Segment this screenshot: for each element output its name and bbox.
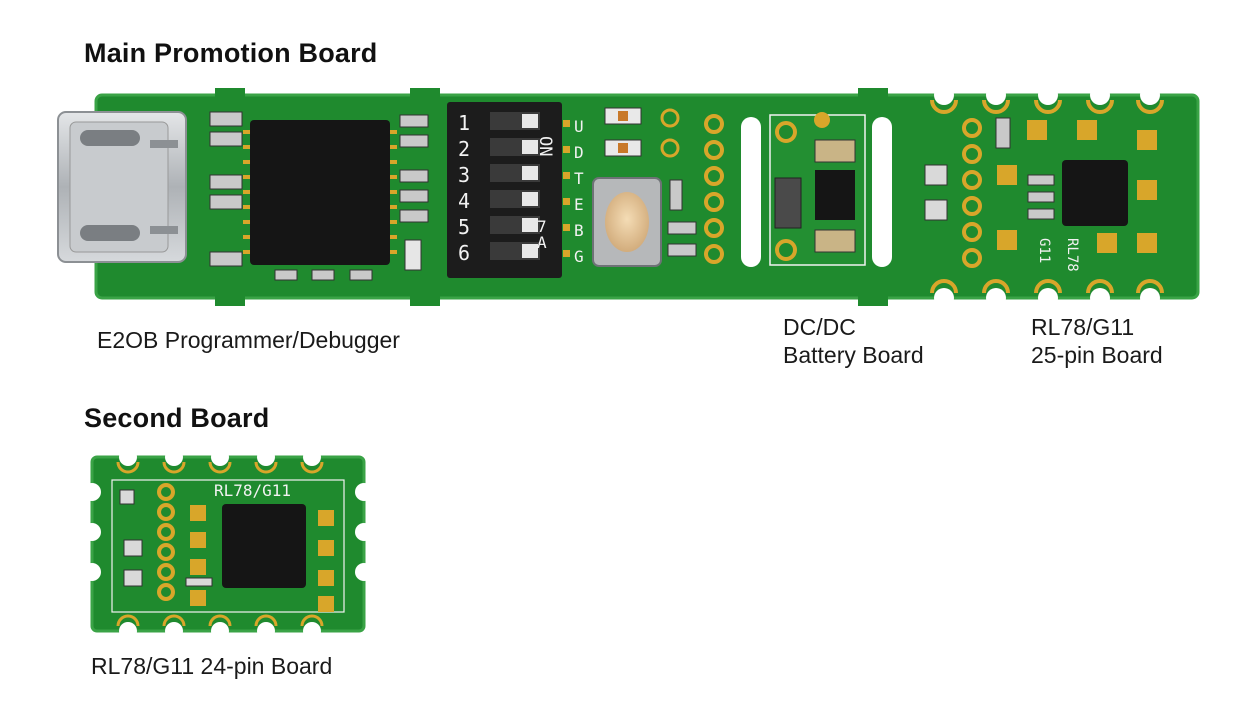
castellation-holes	[934, 85, 1160, 308]
slot-right	[872, 117, 892, 267]
status-leds	[604, 107, 642, 157]
rl78-24pin-caption-text: RL78/G11 24-pin Board	[91, 653, 333, 679]
second-header-pins	[157, 483, 175, 601]
rl78-25pin-caption-line1: RL78/G11	[1031, 314, 1135, 340]
side-letter-d: D	[574, 143, 584, 162]
switch-mark-7: 7	[537, 217, 547, 236]
second-castellation-pads	[116, 461, 324, 627]
switch-side-letters: U D T E B G	[574, 117, 584, 266]
chip-pins	[243, 130, 397, 254]
header-pins	[704, 114, 724, 264]
second-passives	[119, 489, 213, 587]
switch-side-pads	[563, 120, 570, 257]
rl78-25pin-caption: RL78/G11 25-pin Board	[1031, 313, 1163, 369]
main-board-heading: Main Promotion Board	[84, 38, 378, 68]
usb-connector	[57, 111, 187, 263]
rl78-main-silk: RL78	[1064, 238, 1080, 272]
side-letter-b: B	[574, 221, 584, 240]
side-letter-u: U	[574, 117, 584, 136]
switch-number-1: 1	[458, 111, 470, 135]
switch-number-3: 3	[458, 163, 470, 187]
switch-mark-labels: 7 A	[537, 217, 547, 252]
switch-number-6: 6	[458, 241, 470, 265]
second-board-heading: Second Board	[84, 403, 270, 433]
rl78-25pin-section: RL78 G11	[924, 117, 1157, 272]
rl78-25pin-caption-line2: 25-pin Board	[1031, 342, 1163, 368]
reset-pushbutton	[592, 177, 662, 267]
dcdc-section	[769, 112, 866, 266]
e2ob-caption-text: E2OB Programmer/Debugger	[97, 327, 400, 353]
second-castellation-holes	[83, 448, 373, 640]
usb-passives	[209, 111, 243, 267]
switch-number-2: 2	[458, 137, 470, 161]
rl78-second-silk: RL78/G11	[214, 481, 291, 500]
led-component	[404, 239, 422, 271]
dcdc-caption: DC/DC Battery Board	[783, 313, 924, 369]
button-passives	[667, 179, 697, 257]
board-tabs	[215, 88, 888, 306]
switch-mark-a: A	[537, 233, 547, 252]
castellation-pads	[930, 99, 1164, 294]
slot-left	[741, 117, 761, 267]
switch-number-5: 5	[458, 215, 470, 239]
side-letter-e: E	[574, 195, 584, 214]
rl78-24pin-caption: RL78/G11 24-pin Board	[91, 652, 332, 680]
side-letter-t: T	[574, 169, 584, 188]
e2ob-debugger-chip	[250, 120, 390, 265]
switch-on-label: ON	[535, 136, 555, 156]
g11-main-silk: G11	[1036, 238, 1052, 263]
second-pads	[190, 505, 334, 612]
side-letter-g: G	[574, 247, 584, 266]
second-board: RL78/G11	[83, 448, 373, 640]
second-mcu-chip	[222, 504, 306, 588]
led-vias	[660, 108, 680, 158]
e2ob-caption: E2OB Programmer/Debugger	[97, 326, 400, 354]
dcdc-caption-line1: DC/DC	[783, 314, 856, 340]
debugger-passives	[274, 114, 429, 281]
switch-number-4: 4	[458, 189, 470, 213]
switch-number-labels: 1 2 3 4 5 6	[458, 111, 470, 265]
dcdc-caption-line2: Battery Board	[783, 342, 924, 368]
dip-switch	[447, 102, 562, 278]
second-silk-outline	[111, 479, 345, 613]
main-promotion-board: 1 2 3 4 5 6 ON 7 A U D T E B G	[57, 85, 1200, 308]
